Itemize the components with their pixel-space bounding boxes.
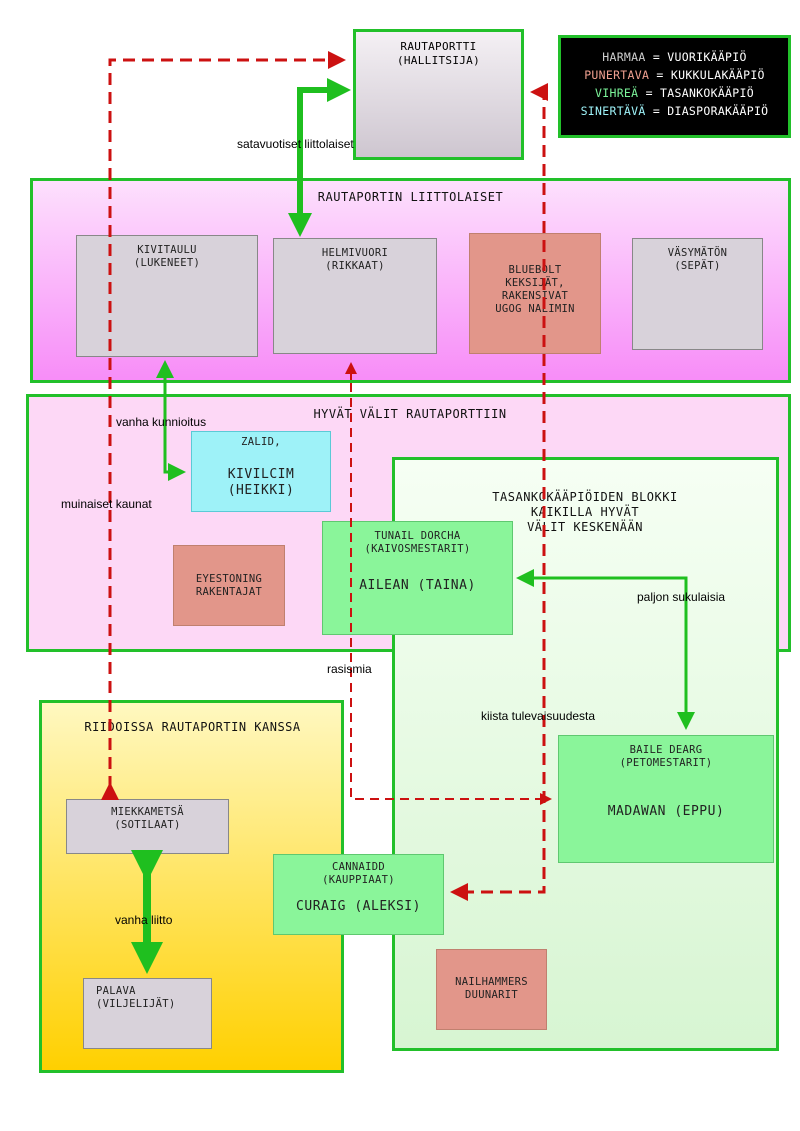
rautaportti-line1: RAUTAPORTTI — [400, 40, 477, 53]
cannaidd-clan: CANNAIDD — [332, 861, 385, 873]
vasymaton-box: VÄSYMÄTÖN (SEPÄT) — [632, 238, 763, 350]
arrow-kiista — [450, 90, 546, 901]
arrow-paljon-sukulaisia — [525, 576, 695, 730]
legend-value: KUKKULAKÄÄPIÖ — [670, 68, 765, 82]
baile-clan: BAILE DEARG — [629, 744, 703, 756]
legend-key: PUNERTAVA — [584, 68, 650, 82]
legend-item-punertava: PUNERTAVA = KUKKULAKÄÄPIÖ — [584, 68, 765, 82]
legend-key: SINERTÄVÄ — [580, 104, 646, 118]
zone-hyvat-title: HYVÄT VÄLIT RAUTAPORTTIIN — [313, 407, 507, 421]
baile-role: (PETOMESTARIT) — [619, 757, 713, 769]
label-paljon: paljon sukulaisia — [637, 590, 726, 604]
palava-role: (VILJELIJÄT) — [96, 998, 176, 1010]
zone-blokki-title: TASANKOKÄÄPIÖIDEN BLOKKI KAIKILLA HYVÄT … — [492, 490, 678, 534]
palava-box: PALAVA (VILJELIJÄT) — [83, 978, 212, 1049]
legend-item-sinertava: SINERTÄVÄ = DIASPORAKÄÄPIÖ — [580, 104, 769, 118]
legend-key: HARMAA — [602, 50, 646, 64]
palava-name: PALAVA — [96, 985, 136, 997]
miekkametsa-box: MIEKKAMETSÄ (SOTILAAT) — [66, 799, 229, 854]
vasymaton-role: (SEPÄT) — [674, 260, 721, 272]
tunail-box: TUNAIL DORCHA (KAIVOSMESTARIT) AILEAN (T… — [322, 521, 513, 635]
rautaportti-line2: (HALLITSIJA) — [396, 54, 481, 67]
legend-value: DIASPORAKÄÄPIÖ — [667, 104, 769, 118]
vasymaton-name: VÄSYMÄTÖN — [667, 247, 728, 259]
baile-box: BAILE DEARG (PETOMESTARIT) MADAWAN (EPPU… — [558, 735, 774, 863]
miekkametsa-role: (SOTILAAT) — [114, 819, 181, 831]
nailhammers-box: NAILHAMMERS DUUNARIT — [436, 949, 547, 1030]
rautaportti-box: RAUTAPORTTI (HALLITSIJA) — [353, 29, 524, 160]
tunail-role: (KAIVOSMESTARIT) — [364, 543, 471, 555]
label-vanha-liitto: vanha liitto — [115, 913, 173, 927]
label-kiista: kiista tulevaisuudesta — [481, 709, 596, 723]
legend-value: TASANKOKÄÄPIÖ — [660, 86, 754, 100]
tunail-person: AILEAN (TAINA) — [359, 578, 476, 593]
arrow-rasismia — [350, 368, 552, 805]
legend-item-vihrea: VIHREÄ = TASANKOKÄÄPIÖ — [595, 86, 754, 100]
zone-liittolaiset-title: RAUTAPORTIN LIITTOLAISET — [317, 190, 504, 204]
baile-person: MADAWAN (EPPU) — [607, 804, 725, 819]
label-vanha-kunnioitus: vanha kunnioitus — [116, 415, 207, 429]
legend-value: VUORIKÄÄPIÖ — [667, 50, 747, 64]
arrow-vanha-kunnioitus — [163, 370, 186, 481]
arrow-muinaiset-kaunat — [101, 51, 346, 800]
miekkametsa-name: MIEKKAMETSÄ — [111, 806, 184, 818]
arrow-satavuotiset — [288, 87, 340, 237]
tunail-clan: TUNAIL DORCHA — [374, 530, 461, 542]
legend: HARMAA = VUORIKÄÄPIÖ PUNERTAVA = KUKKULA… — [558, 35, 791, 138]
label-satavuotiset: satavuotiset liittolaiset — [237, 137, 354, 151]
cannaidd-role: (KAUPPIAAT) — [322, 874, 395, 886]
legend-key: VIHREÄ — [595, 86, 639, 100]
label-rasismia: rasismia — [327, 662, 372, 676]
label-muinaiset: muinaiset kaunat — [61, 497, 152, 511]
cannaidd-person: CURAIG (ALEKSI) — [296, 899, 421, 914]
cannaidd-box: CANNAIDD (KAUPPIAAT) CURAIG (ALEKSI) — [273, 854, 444, 935]
legend-item-harmaa: HARMAA = VUORIKÄÄPIÖ — [602, 50, 747, 64]
bluebolt-box: BLUEBOLT KEKSIJÄT, RAKENSIVAT UGOG NALIM… — [469, 233, 601, 354]
